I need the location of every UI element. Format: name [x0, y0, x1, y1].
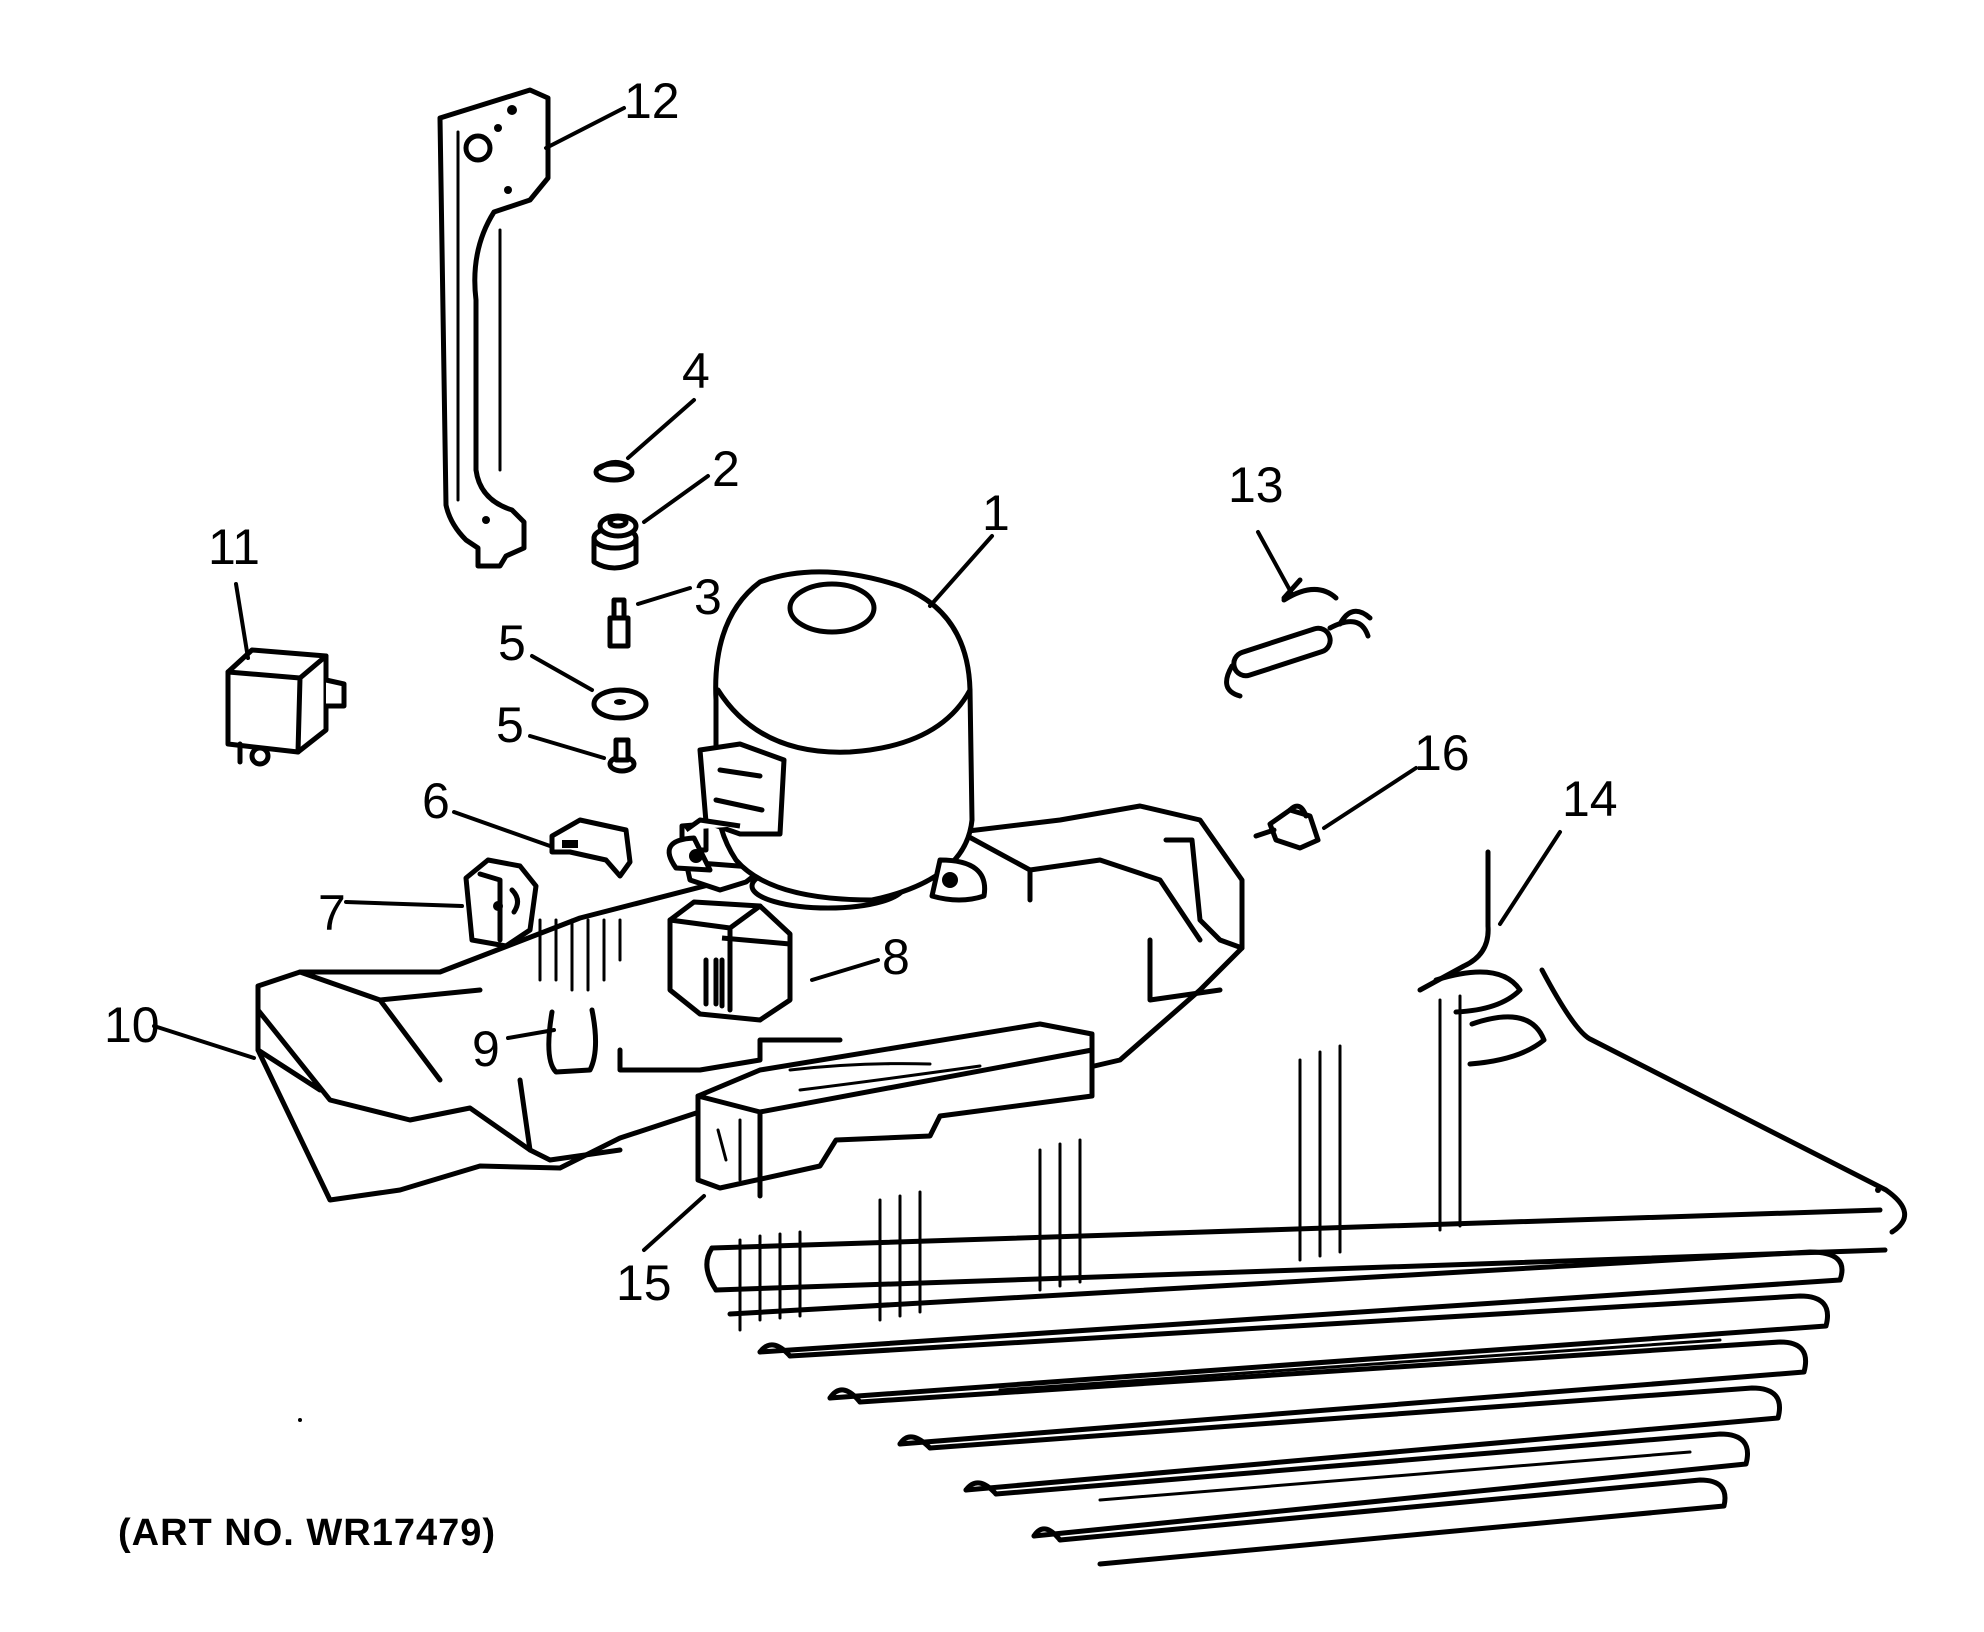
callout-5-screw: 5 — [496, 697, 524, 753]
part-16-clip — [1253, 803, 1321, 851]
part-15-foam-block — [695, 1021, 1095, 1199]
callout-15: 15 — [616, 1255, 672, 1311]
part-1-compressor — [666, 569, 988, 911]
callout-9: 9 — [472, 1021, 500, 1077]
part-3-spacer — [607, 597, 631, 649]
part-12-bracket — [437, 87, 551, 569]
leader-lines — [152, 106, 1562, 1252]
part-6-cover — [549, 817, 633, 879]
speck — [1875, 1187, 1881, 1193]
part-13-heater — [1224, 577, 1373, 699]
callout-12: 12 — [624, 73, 680, 129]
callout-labels: 12 4 2 3 5 5 1 11 6 7 8 9 10 13 16 14 15 — [104, 73, 1618, 1311]
callout-6: 6 — [422, 773, 450, 829]
callout-8: 8 — [882, 929, 910, 985]
callout-11: 11 — [208, 519, 260, 575]
part-5-washer — [591, 687, 649, 721]
part-9-wire-form — [538, 918, 622, 1075]
callout-13: 13 — [1228, 457, 1284, 513]
callout-14: 14 — [1562, 771, 1618, 827]
callout-10: 10 — [104, 997, 160, 1053]
part-8-start-relay — [667, 899, 793, 1023]
callout-1: 1 — [982, 485, 1010, 541]
callout-3: 3 — [694, 569, 722, 625]
speck — [298, 1418, 302, 1422]
part-5-screw — [607, 737, 637, 774]
callout-2: 2 — [712, 441, 740, 497]
callout-7: 7 — [318, 885, 346, 941]
part-11-relay — [225, 647, 347, 767]
callout-4: 4 — [682, 343, 710, 399]
callout-5-washer: 5 — [498, 615, 526, 671]
part-2-grommet — [591, 513, 639, 571]
art-number-caption: (ART NO. WR17479) — [118, 1512, 497, 1554]
part-14-condenser — [704, 849, 1908, 1567]
part-7-overload — [463, 857, 539, 949]
part-4-clip — [593, 460, 635, 483]
callout-16: 16 — [1414, 725, 1470, 781]
